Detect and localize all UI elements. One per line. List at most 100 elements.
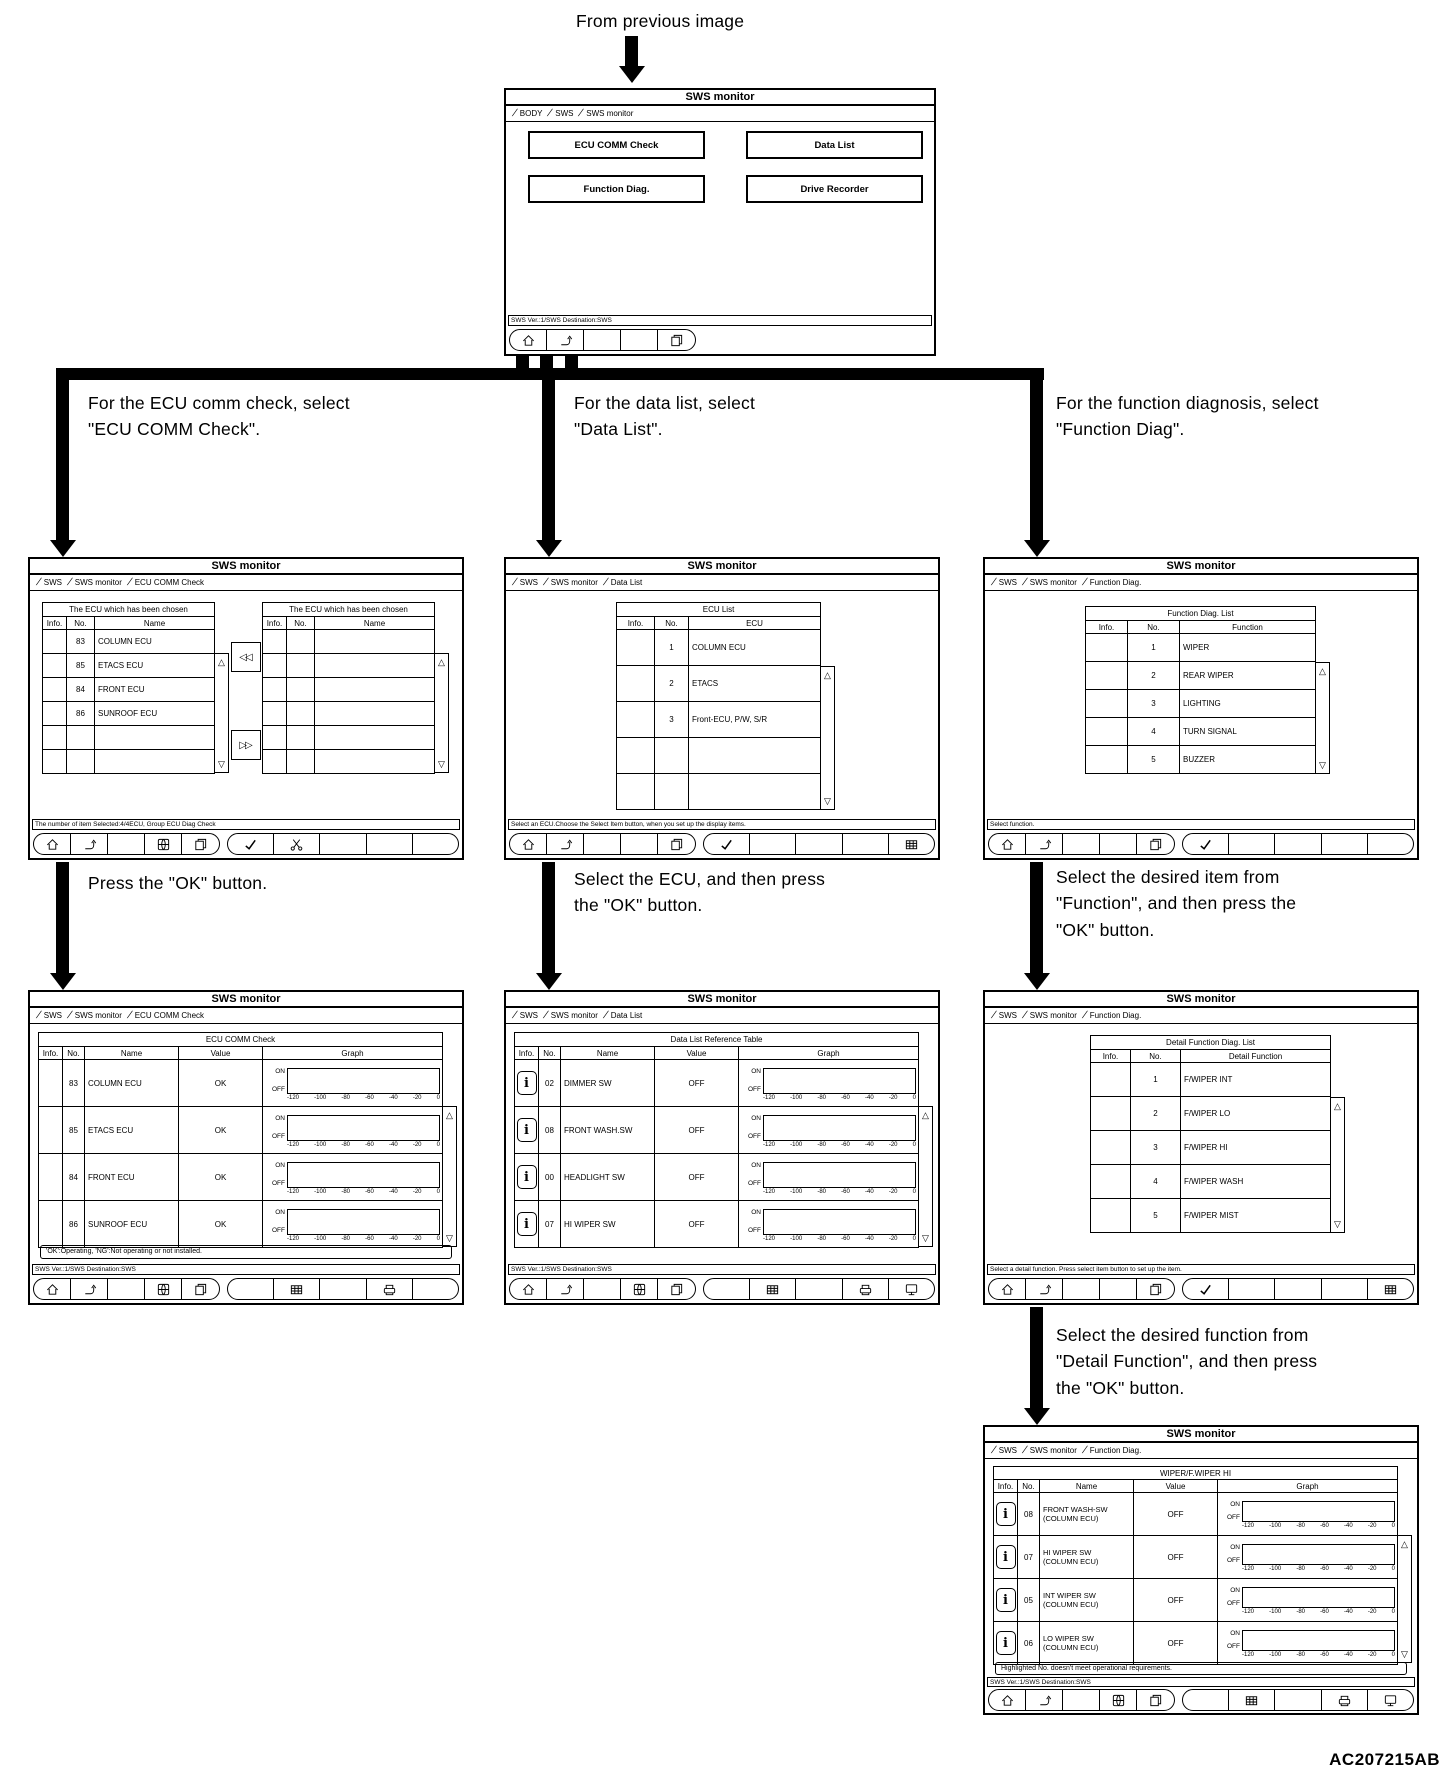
breadcrumb-item[interactable]: SWS bbox=[998, 578, 1018, 587]
home-button[interactable] bbox=[510, 330, 547, 350]
back-button[interactable] bbox=[547, 1279, 584, 1299]
print-button[interactable] bbox=[1322, 1690, 1368, 1710]
breadcrumb-item[interactable]: SWS monitor bbox=[550, 1011, 598, 1020]
select-item-button[interactable] bbox=[889, 834, 934, 854]
monitor-button[interactable] bbox=[1368, 1690, 1413, 1710]
breadcrumb-item[interactable]: Data List bbox=[610, 1011, 643, 1020]
move-to-left-button[interactable]: ◁◁ bbox=[231, 642, 261, 672]
monitor-button[interactable] bbox=[889, 1279, 934, 1299]
home-button[interactable] bbox=[34, 1279, 71, 1299]
package-button[interactable] bbox=[145, 1279, 182, 1299]
info-icon[interactable]: i bbox=[516, 1212, 537, 1236]
back-button[interactable] bbox=[1026, 1279, 1063, 1299]
select-item-button[interactable] bbox=[1368, 1279, 1413, 1299]
scroll-down-icon[interactable]: ▽ bbox=[1401, 1649, 1408, 1659]
home-button[interactable] bbox=[989, 834, 1026, 854]
scroll-down-icon[interactable]: ▽ bbox=[824, 796, 831, 806]
data-list-button[interactable]: Data List bbox=[746, 131, 923, 159]
breadcrumb-item[interactable]: ECU COMM Check bbox=[134, 578, 205, 587]
back-button[interactable] bbox=[547, 330, 584, 350]
back-button[interactable] bbox=[1026, 834, 1063, 854]
scroll-up-icon[interactable]: △ bbox=[446, 1110, 453, 1120]
home-button[interactable] bbox=[989, 1690, 1026, 1710]
print-button[interactable] bbox=[843, 1279, 889, 1299]
back-button[interactable] bbox=[1026, 1690, 1063, 1710]
function-diag-button[interactable]: Function Diag. bbox=[528, 175, 705, 203]
breadcrumb-item[interactable]: Function Diag. bbox=[1089, 578, 1142, 587]
breadcrumb-item[interactable]: SWS bbox=[519, 1011, 539, 1020]
home-button[interactable] bbox=[34, 834, 71, 854]
page-button[interactable] bbox=[658, 1279, 695, 1299]
scroll-down-icon[interactable]: ▽ bbox=[1334, 1219, 1341, 1229]
page-button[interactable] bbox=[182, 834, 219, 854]
breadcrumb-item[interactable]: SWS bbox=[998, 1446, 1018, 1455]
breadcrumb-item[interactable]: SWS bbox=[43, 578, 63, 587]
table-view-button[interactable] bbox=[1229, 1690, 1276, 1710]
package-button[interactable] bbox=[621, 1279, 658, 1299]
scroll-up-icon[interactable]: △ bbox=[438, 657, 445, 667]
print-button[interactable] bbox=[367, 1279, 413, 1299]
breadcrumb-item[interactable]: SWS monitor bbox=[1029, 578, 1077, 587]
page-button[interactable] bbox=[1137, 1279, 1174, 1299]
scroll-up-icon[interactable]: △ bbox=[824, 670, 831, 680]
home-button[interactable] bbox=[510, 1279, 547, 1299]
page-button[interactable] bbox=[1137, 834, 1174, 854]
scroll-down-icon[interactable]: ▽ bbox=[218, 759, 225, 769]
breadcrumb-item[interactable]: SWS bbox=[998, 1011, 1018, 1020]
breadcrumb-item[interactable]: SWS bbox=[519, 578, 539, 587]
breadcrumb-item[interactable]: SWS bbox=[555, 109, 574, 118]
breadcrumb-item[interactable]: SWS monitor bbox=[586, 109, 634, 118]
cancel-button[interactable] bbox=[274, 834, 321, 854]
package-button[interactable] bbox=[1100, 1690, 1137, 1710]
breadcrumb-item[interactable]: Function Diag. bbox=[1089, 1446, 1142, 1455]
scroll-down-icon[interactable]: ▽ bbox=[922, 1233, 929, 1243]
scroll-down-icon[interactable]: ▽ bbox=[438, 759, 445, 769]
info-icon[interactable]: i bbox=[995, 1631, 1016, 1655]
home-button[interactable] bbox=[510, 834, 547, 854]
scroll-up-icon[interactable]: △ bbox=[1319, 666, 1326, 676]
scroll-up-icon[interactable]: △ bbox=[1401, 1539, 1408, 1549]
page-button[interactable] bbox=[658, 330, 695, 350]
back-button[interactable] bbox=[71, 834, 108, 854]
info-icon[interactable]: i bbox=[516, 1165, 537, 1189]
page-button[interactable] bbox=[182, 1279, 219, 1299]
package-button[interactable] bbox=[145, 834, 182, 854]
scroll-up-icon[interactable]: △ bbox=[1334, 1101, 1341, 1111]
move-to-right-button[interactable]: ▷▷ bbox=[231, 730, 261, 760]
breadcrumb-item[interactable]: Function Diag. bbox=[1089, 1011, 1142, 1020]
breadcrumb-item[interactable]: SWS monitor bbox=[550, 578, 598, 587]
info-icon[interactable]: i bbox=[995, 1588, 1016, 1612]
breadcrumb-item[interactable]: SWS monitor bbox=[1029, 1011, 1077, 1020]
back-button[interactable] bbox=[71, 1279, 108, 1299]
info-icon[interactable]: i bbox=[995, 1545, 1016, 1569]
breadcrumb-item[interactable]: Data List bbox=[610, 578, 643, 587]
scroll-down-icon[interactable]: ▽ bbox=[1319, 760, 1326, 770]
scroll-down-icon[interactable]: ▽ bbox=[446, 1233, 453, 1243]
breadcrumb-item[interactable]: SWS monitor bbox=[74, 1011, 122, 1020]
scroll-up-icon[interactable]: △ bbox=[218, 657, 225, 667]
table-view-button[interactable] bbox=[750, 1279, 797, 1299]
breadcrumb-item[interactable]: SWS monitor bbox=[1029, 1446, 1077, 1455]
info-icon[interactable]: i bbox=[516, 1071, 537, 1095]
breadcrumb-item[interactable]: ECU COMM Check bbox=[134, 1011, 205, 1020]
ok-button[interactable] bbox=[1183, 1279, 1230, 1299]
breadcrumb-item[interactable]: SWS monitor bbox=[74, 578, 122, 587]
ok-button[interactable] bbox=[1183, 834, 1230, 854]
info-icon[interactable]: i bbox=[516, 1118, 537, 1142]
